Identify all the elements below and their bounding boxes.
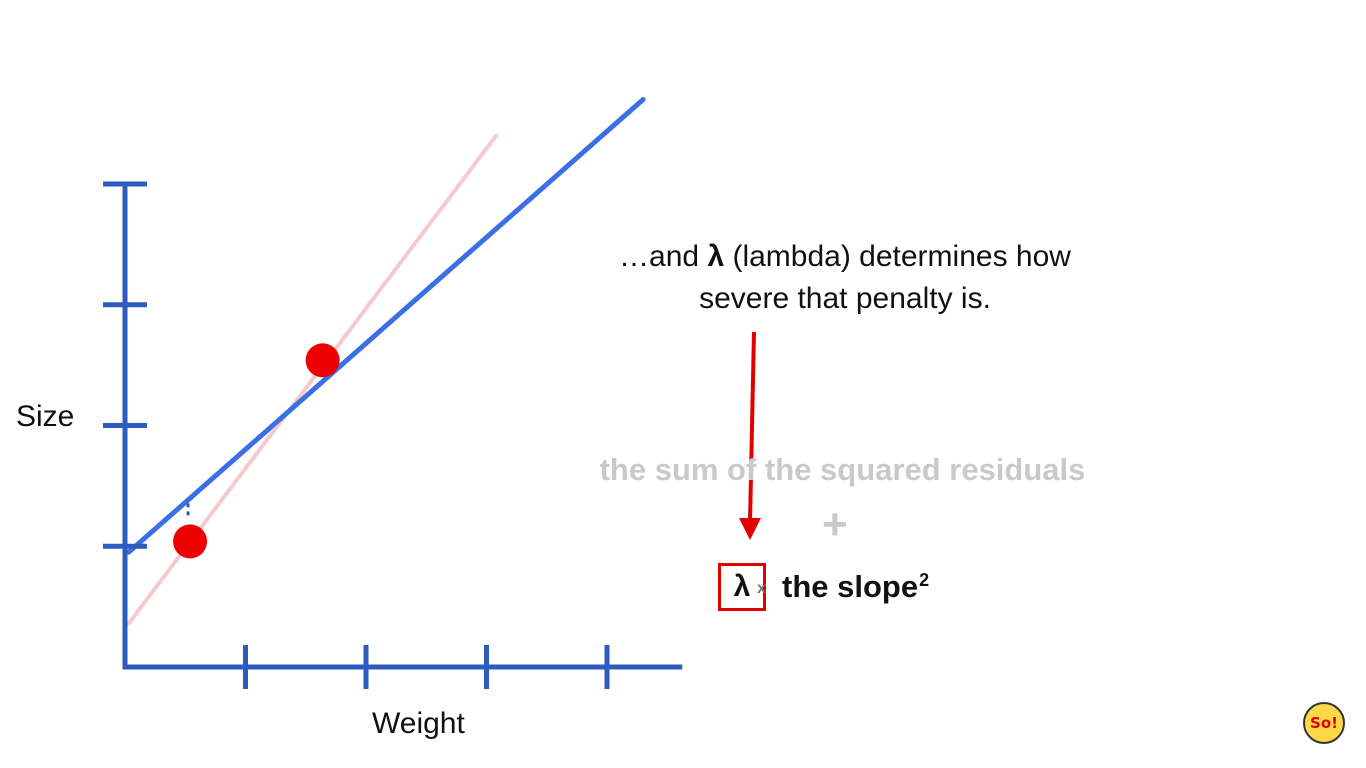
callout-lambda: λ — [707, 240, 725, 273]
sum-of-squared-residuals-term: the sum of the squared residuals — [599, 452, 1086, 487]
ridge-regression-line — [126, 96, 646, 555]
callout-arrow — [748, 331, 756, 523]
y-axis-label: Size — [16, 400, 75, 433]
data-point — [173, 524, 208, 559]
penalty-term: λ x the slope2 — [718, 561, 929, 613]
callout-arrow-head — [739, 518, 761, 540]
lambda-highlight-box: λ x — [718, 563, 766, 611]
channel-logo: So! — [1303, 702, 1345, 744]
plus-sign: + — [822, 500, 848, 549]
penalty-lambda: λ — [733, 570, 751, 603]
slope-squared-term: the slope2 — [782, 569, 930, 604]
data-point — [305, 343, 340, 378]
lambda-callout: …and λ (lambda) determines how severe th… — [560, 236, 1130, 320]
times-sign: x — [757, 580, 766, 597]
x-axis-label: Weight — [372, 707, 465, 740]
callout-line-1: …and λ (lambda) determines how — [619, 240, 1071, 273]
callout-line-2: severe that penalty is. — [699, 282, 991, 315]
